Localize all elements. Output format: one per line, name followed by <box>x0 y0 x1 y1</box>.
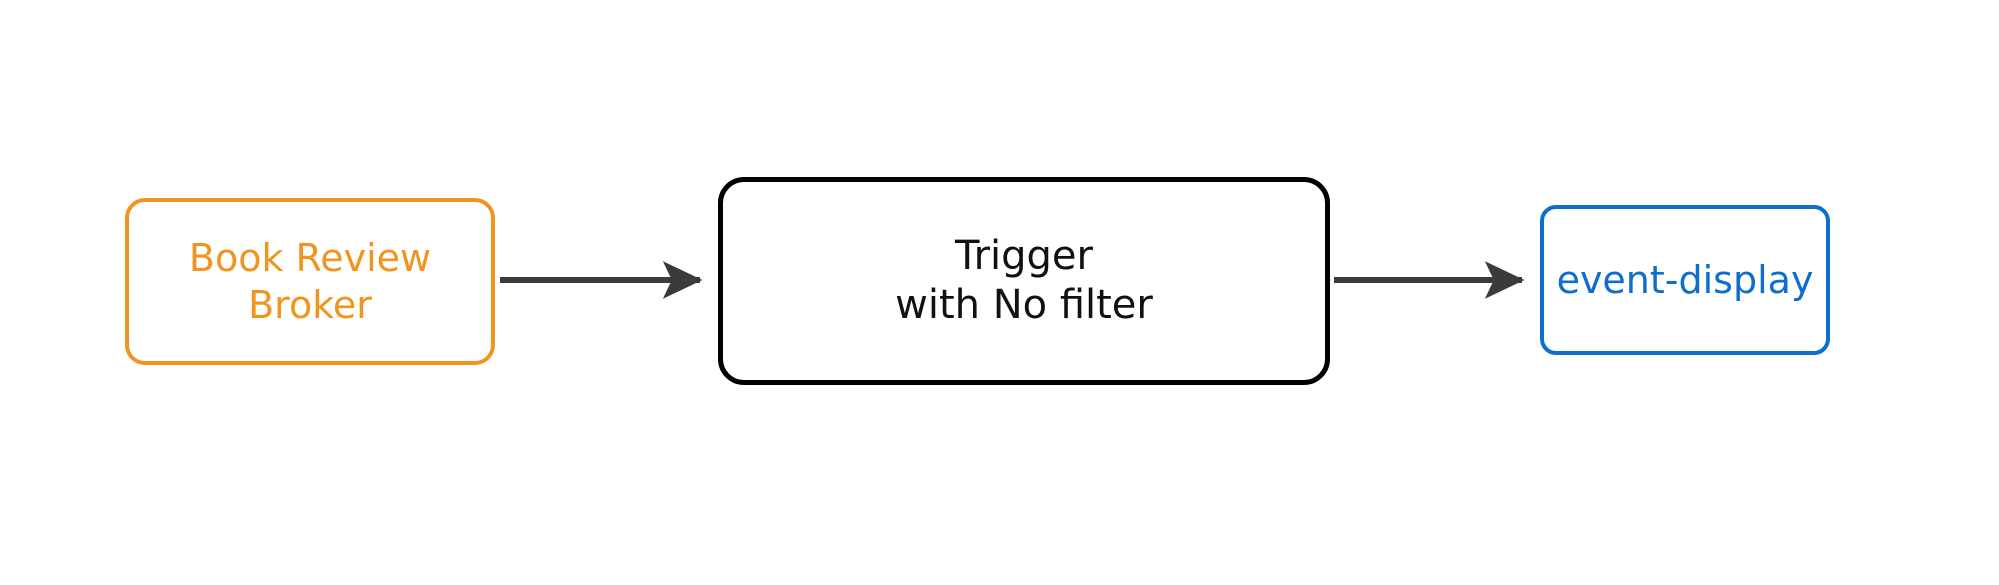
node-event-display[interactable]: event-display <box>1540 205 1830 355</box>
node-trigger-with-no-filter-label: Trigger with No filter <box>895 233 1153 328</box>
node-book-review-broker-label: Book Review Broker <box>188 236 432 327</box>
node-book-review-broker[interactable]: Book Review Broker <box>125 198 495 365</box>
node-event-display-label: event-display <box>1556 257 1814 302</box>
node-trigger-with-no-filter[interactable]: Trigger with No filter <box>718 177 1330 385</box>
